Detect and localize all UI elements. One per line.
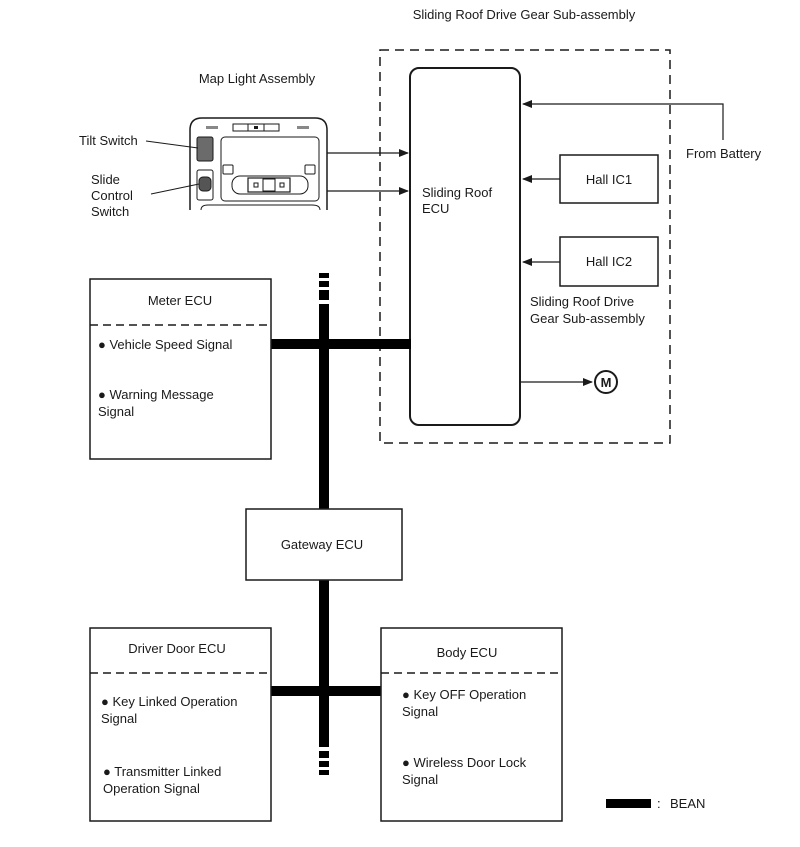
motor-icon: M xyxy=(594,370,618,394)
gateway-ecu-label: Gateway ECU xyxy=(281,537,363,552)
map-light-assembly xyxy=(189,117,328,211)
driver-door-signal-1b: Signal xyxy=(101,711,137,726)
driver-door-ecu: Driver Door ECU ● Key Linked Operation S… xyxy=(89,627,272,822)
bean-bus xyxy=(271,273,411,775)
meter-ecu-signal-2a: ● Warning Message xyxy=(98,387,214,402)
body-ecu-title: Body ECU xyxy=(437,645,498,660)
tilt-switch-label: Tilt Switch xyxy=(79,133,138,148)
hall-ic1: Hall IC1 xyxy=(559,154,659,204)
driver-door-ecu-title: Driver Door ECU xyxy=(128,641,226,656)
hall-ic2: Hall IC2 xyxy=(559,236,659,287)
sliding-roof-ecu-label-2: ECU xyxy=(422,201,449,216)
hall-ic2-label: Hall IC2 xyxy=(586,254,632,269)
from-battery-label: From Battery xyxy=(686,146,762,161)
drive-gear-label-1: Sliding Roof Drive xyxy=(530,294,634,309)
legend: : BEAN xyxy=(606,796,705,811)
motor-symbol: M xyxy=(601,375,612,390)
meter-ecu: Meter ECU ● Vehicle Speed Signal ● Warni… xyxy=(89,278,272,460)
sliding-roof-ecu-label-1: Sliding Roof xyxy=(422,185,492,200)
meter-ecu-signal-2b: Signal xyxy=(98,404,134,419)
drive-gear-title: Sliding Roof Drive Gear Sub-assembly xyxy=(413,7,636,22)
meter-ecu-title: Meter ECU xyxy=(148,293,212,308)
gateway-ecu: Gateway ECU xyxy=(245,508,403,581)
body-ecu-signal-1a: ● Key OFF Operation xyxy=(402,687,526,702)
sliding-roof-ecu: Sliding Roof ECU xyxy=(409,67,521,426)
map-light-title: Map Light Assembly xyxy=(199,71,316,86)
body-ecu-signal-2a: ● Wireless Door Lock xyxy=(402,755,527,770)
legend-bean-swatch xyxy=(606,799,651,808)
battery-line xyxy=(522,100,724,140)
slide-control-label-3: Switch xyxy=(91,204,129,219)
legend-separator: : xyxy=(657,796,661,811)
body-ecu-signal-1b: Signal xyxy=(402,704,438,719)
driver-door-signal-2b: Operation Signal xyxy=(103,781,200,796)
meter-ecu-signal-1: ● Vehicle Speed Signal xyxy=(98,337,232,352)
drive-gear-boundary xyxy=(379,49,671,444)
hall-ic1-label: Hall IC1 xyxy=(586,172,632,187)
legend-bean-label: BEAN xyxy=(670,796,705,811)
slide-control-leader xyxy=(150,183,200,195)
slide-control-label-2: Control xyxy=(91,188,133,203)
body-ecu-signal-2b: Signal xyxy=(402,772,438,787)
body-ecu: Body ECU ● Key OFF Operation Signal ● Wi… xyxy=(380,627,563,822)
drive-gear-label-2: Gear Sub-assembly xyxy=(530,311,645,326)
tilt-switch-icon xyxy=(196,136,214,162)
tilt-switch-leader xyxy=(145,140,199,149)
driver-door-signal-1a: ● Key Linked Operation xyxy=(101,694,238,709)
slide-control-switch-icon xyxy=(196,169,214,201)
slide-control-label-1: Slide xyxy=(91,172,120,187)
driver-door-signal-2a: ● Transmitter Linked xyxy=(103,764,221,779)
